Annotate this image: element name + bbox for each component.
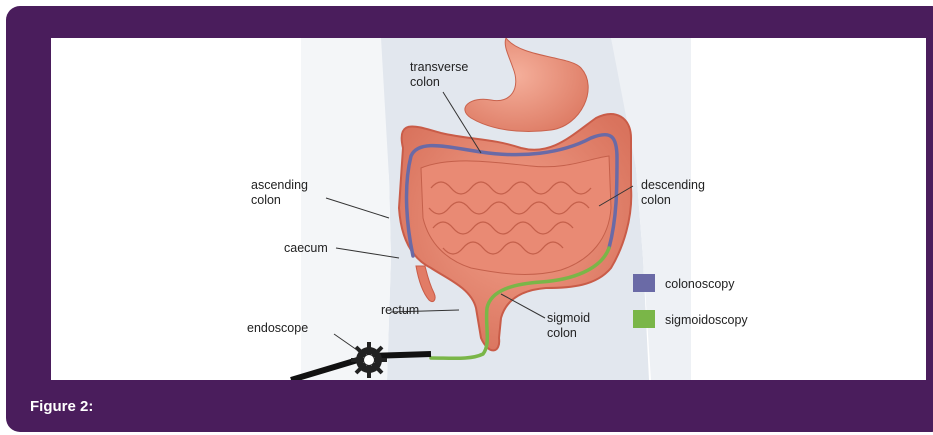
label-transverse-line2: colon [410, 75, 440, 89]
legend-label-colonoscopy: colonoscopy [665, 277, 735, 291]
label-rectum: rectum [381, 303, 419, 317]
diagram-panel: transverse colon ascending colon caecum … [51, 38, 926, 380]
label-sigmoid-line2: colon [547, 326, 577, 340]
legend-label-sigmoidoscopy: sigmoidoscopy [665, 313, 748, 327]
figure-frame: transverse colon ascending colon caecum … [6, 6, 933, 432]
label-endoscope: endoscope [247, 321, 308, 335]
colon-diagram: transverse colon ascending colon caecum … [51, 38, 926, 380]
endoscope-head [351, 342, 387, 378]
small-intestine [421, 156, 611, 274]
legend-swatch-colonoscopy [633, 274, 655, 292]
label-sigmoid-line1: sigmoid [547, 311, 590, 325]
legend-swatch-sigmoidoscopy [633, 310, 655, 328]
label-descending-line1: descending [641, 178, 705, 192]
figure-caption: Figure 2: [30, 398, 93, 415]
label-transverse-line1: transverse [410, 60, 468, 74]
label-descending-line2: colon [641, 193, 671, 207]
label-ascending-line2: colon [251, 193, 281, 207]
label-caecum: caecum [284, 241, 328, 255]
label-ascending-line1: ascending [251, 178, 308, 192]
left-arm-silhouette [301, 38, 391, 380]
